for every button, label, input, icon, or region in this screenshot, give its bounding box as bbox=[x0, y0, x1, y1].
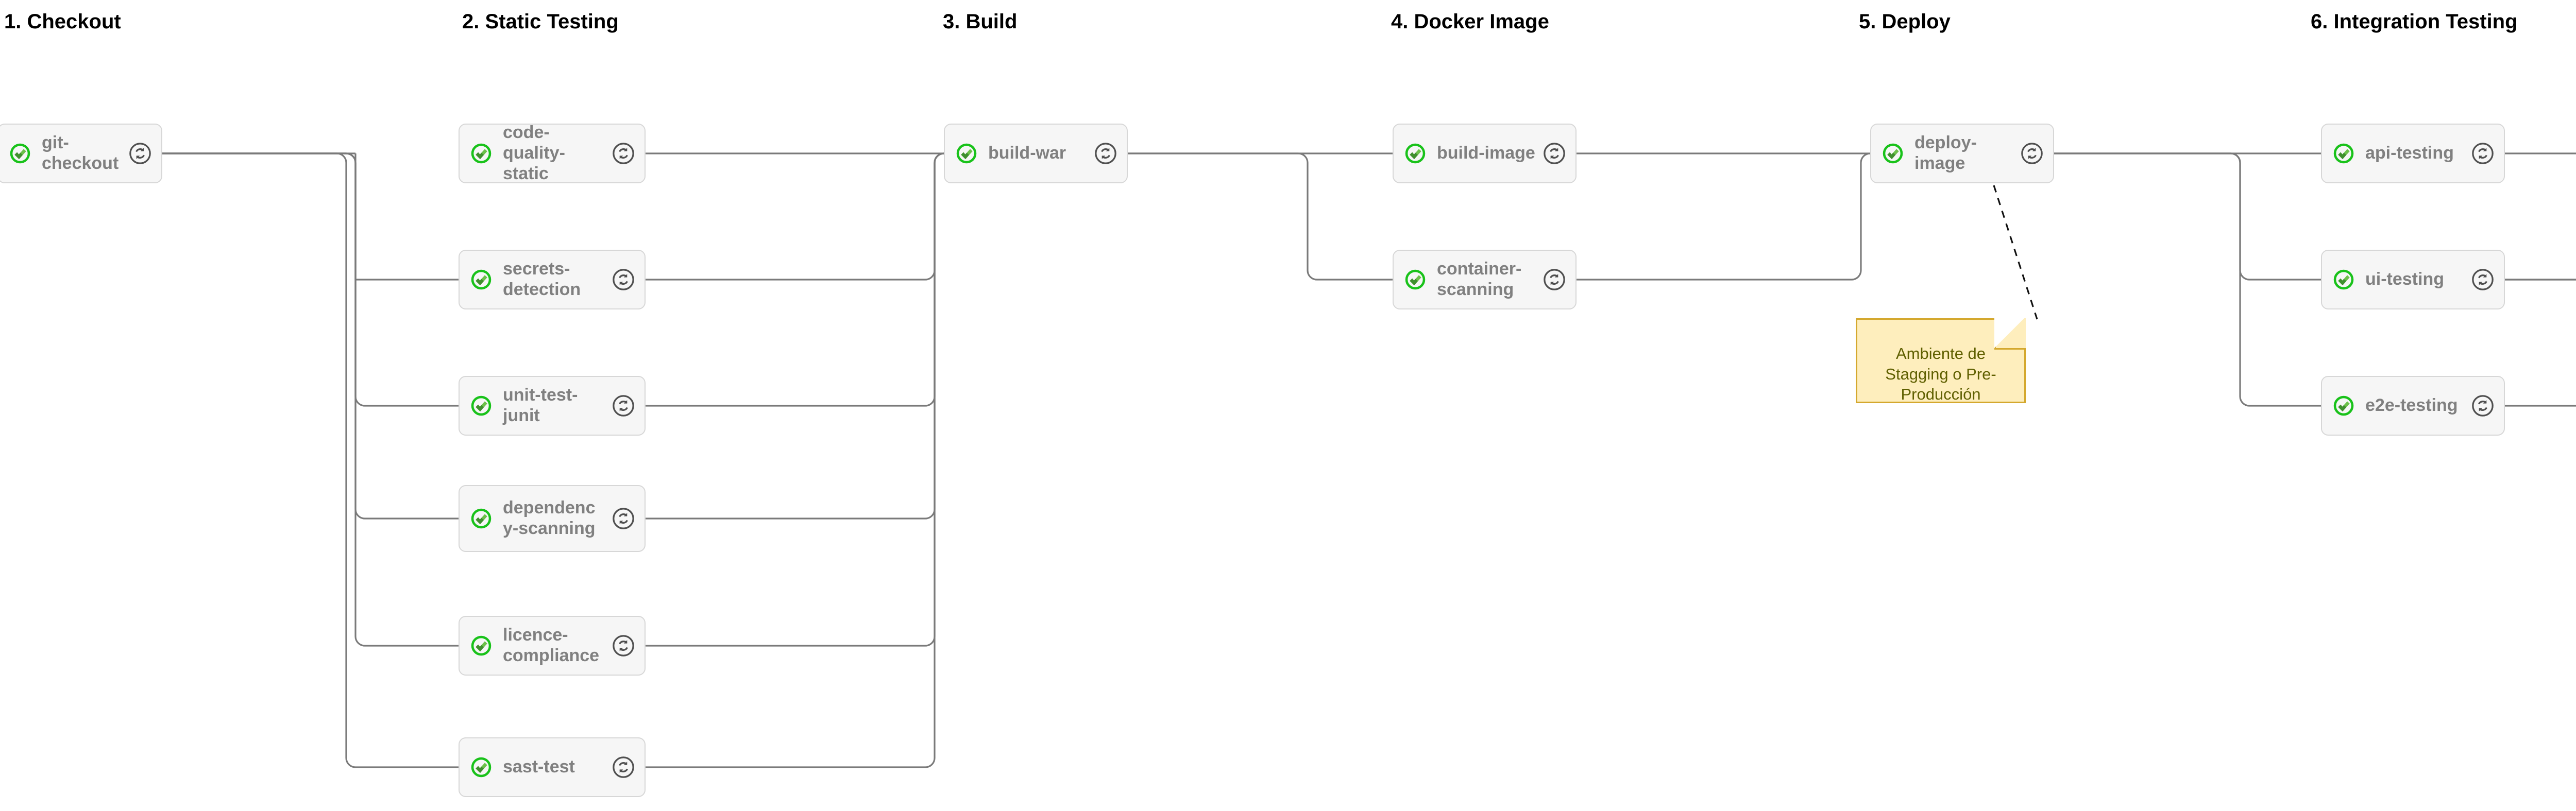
pipeline-node-container-scanning[interactable]: container-scanning bbox=[1393, 250, 1577, 309]
refresh-icon[interactable] bbox=[612, 268, 635, 291]
node-label: dependency-scanning bbox=[503, 498, 596, 538]
refresh-icon[interactable] bbox=[2020, 142, 2044, 165]
refresh-icon[interactable] bbox=[1543, 142, 1566, 165]
pipeline-node-git-checkout[interactable]: git-checkout bbox=[0, 124, 162, 183]
pipeline-node-deploy-image[interactable]: deploy-image bbox=[1870, 124, 2054, 183]
check-circle-icon bbox=[1404, 142, 1427, 165]
pipeline-node-build-image[interactable]: build-image bbox=[1393, 124, 1577, 183]
pipeline-node-build-war[interactable]: build-war bbox=[944, 124, 1128, 183]
refresh-icon[interactable] bbox=[612, 634, 635, 658]
pipeline-node-api-testing[interactable]: api-testing bbox=[2321, 124, 2505, 183]
node-label: code-quality-static bbox=[503, 123, 565, 183]
pipeline-node-e2e-testing[interactable]: e2e-testing bbox=[2321, 376, 2505, 436]
refresh-icon[interactable] bbox=[612, 394, 635, 418]
node-label: git-checkout bbox=[42, 133, 119, 173]
node-label: secrets-detection bbox=[503, 259, 581, 299]
column-title-static: 2. Static Testing bbox=[462, 10, 619, 33]
check-circle-icon bbox=[955, 142, 978, 165]
note-fold-corner-icon bbox=[1994, 317, 2026, 350]
check-circle-icon bbox=[2332, 268, 2355, 291]
node-label: build-war bbox=[988, 143, 1066, 163]
check-circle-icon bbox=[1404, 268, 1427, 291]
column-title-deploy: 5. Deploy bbox=[1859, 10, 1951, 33]
pipeline-node-unit-test-junit[interactable]: unit-test-junit bbox=[459, 376, 646, 436]
note-text: Ambiente de Stagging o Pre-Producción bbox=[1885, 344, 1996, 404]
node-label: e2e-testing bbox=[2365, 395, 2458, 416]
environment-note-note-staging: Ambiente de Stagging o Pre-Producción bbox=[1856, 317, 2026, 404]
check-circle-icon bbox=[9, 142, 31, 165]
column-title-integration: 6. Integration Testing bbox=[2311, 10, 2518, 33]
check-circle-icon bbox=[470, 142, 493, 165]
column-title-build: 3. Build bbox=[943, 10, 1018, 33]
column-title-docker: 4. Docker Image bbox=[1391, 10, 1549, 33]
note-link-staging bbox=[1993, 185, 2038, 320]
refresh-icon[interactable] bbox=[2471, 142, 2495, 165]
node-label: licence-compliance bbox=[503, 625, 600, 665]
pipeline-node-code-quality-static[interactable]: code-quality-static bbox=[459, 123, 646, 183]
pipeline-node-sast-test[interactable]: sast-test bbox=[459, 737, 646, 797]
refresh-icon[interactable] bbox=[1543, 268, 1566, 291]
node-label: build-image bbox=[1437, 143, 1535, 163]
node-label: sast-test bbox=[503, 757, 575, 777]
check-circle-icon bbox=[470, 394, 493, 417]
check-circle-icon bbox=[470, 507, 493, 530]
node-label: container-scanning bbox=[1437, 259, 1522, 299]
check-circle-icon bbox=[470, 756, 493, 779]
pipeline-node-dependency-scanning[interactable]: dependency-scanning bbox=[459, 485, 646, 552]
check-circle-icon bbox=[2332, 394, 2355, 417]
pipeline-node-secrets-detection[interactable]: secrets-detection bbox=[459, 250, 646, 309]
refresh-icon[interactable] bbox=[612, 755, 635, 779]
check-circle-icon bbox=[470, 268, 493, 291]
column-title-checkout: 1. Checkout bbox=[4, 10, 121, 33]
check-circle-icon bbox=[470, 634, 493, 657]
refresh-icon[interactable] bbox=[128, 142, 152, 165]
pipeline-node-ui-testing[interactable]: ui-testing bbox=[2321, 250, 2505, 309]
pipeline-node-licence-compliance[interactable]: licence-compliance bbox=[459, 616, 646, 676]
node-label: deploy-image bbox=[1914, 133, 1977, 173]
refresh-icon[interactable] bbox=[1094, 142, 1117, 165]
node-label: unit-test-junit bbox=[503, 385, 578, 425]
refresh-icon[interactable] bbox=[612, 142, 635, 165]
refresh-icon[interactable] bbox=[2471, 268, 2495, 291]
node-label: api-testing bbox=[2365, 143, 2454, 163]
node-label: ui-testing bbox=[2365, 269, 2444, 289]
refresh-icon[interactable] bbox=[612, 507, 635, 530]
check-circle-icon bbox=[1882, 142, 1904, 165]
refresh-icon[interactable] bbox=[2471, 394, 2495, 418]
check-circle-icon bbox=[2332, 142, 2355, 165]
